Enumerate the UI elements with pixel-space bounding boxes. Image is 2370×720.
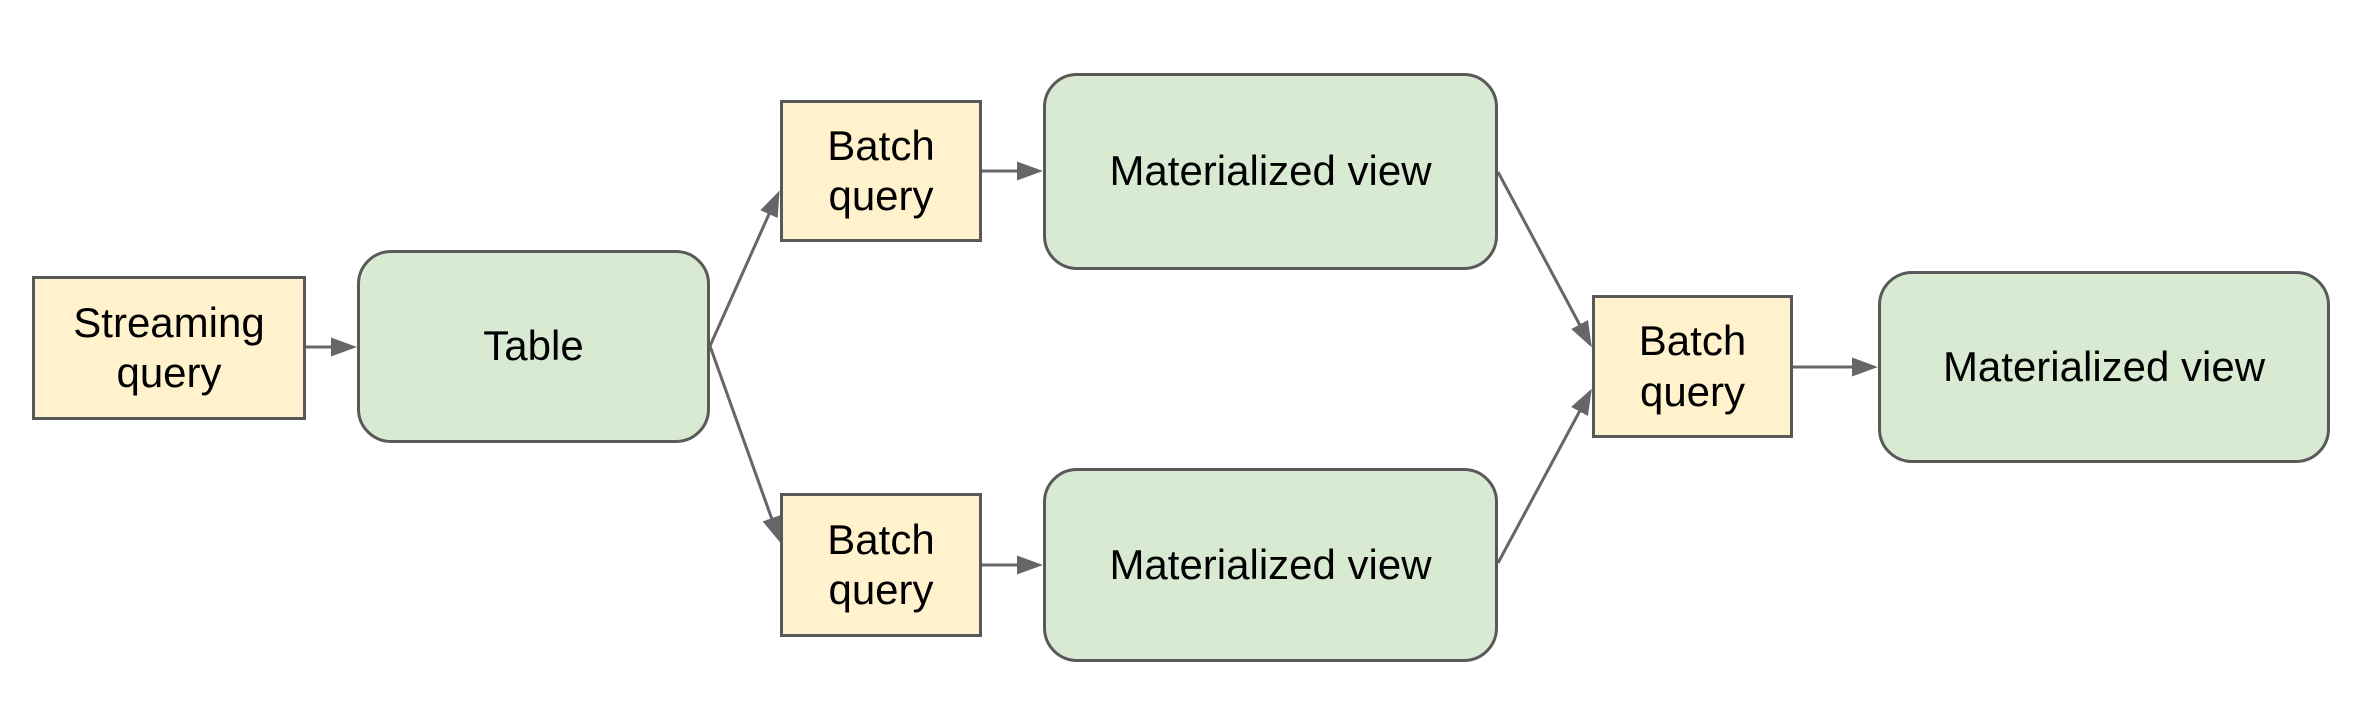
- edge-table-to-batch-query-bottom: [708, 345, 781, 543]
- node-batch-query-bottom: Batch query: [780, 493, 982, 637]
- node-table: Table: [357, 250, 710, 443]
- edge-materialized-view-bottom-to-batch-query-right: [1496, 388, 1592, 564]
- node-batch-query-top: Batch query: [780, 100, 982, 242]
- node-label: Table: [483, 322, 584, 370]
- node-batch-query-right: Batch query: [1592, 295, 1793, 438]
- node-label: Materialized view: [1109, 540, 1432, 588]
- edge-materialized-view-top-to-batch-query-right: [1496, 171, 1592, 348]
- node-label: Materialized view: [1942, 342, 2266, 390]
- edge-table-to-batch-query-top: [708, 190, 780, 347]
- node-label: Batch query: [827, 121, 935, 219]
- node-label: Materialized view: [1109, 147, 1432, 195]
- node-materialized-view-top: Materialized view: [1043, 73, 1498, 270]
- node-label: Batch query: [1638, 317, 1747, 415]
- node-materialized-view-final: Materialized view: [1878, 271, 2330, 463]
- node-materialized-view-bottom: Materialized view: [1043, 468, 1498, 662]
- node-streaming-query: Streaming query: [32, 276, 306, 420]
- node-label: Batch query: [827, 515, 935, 613]
- node-label: Streaming query: [73, 298, 265, 396]
